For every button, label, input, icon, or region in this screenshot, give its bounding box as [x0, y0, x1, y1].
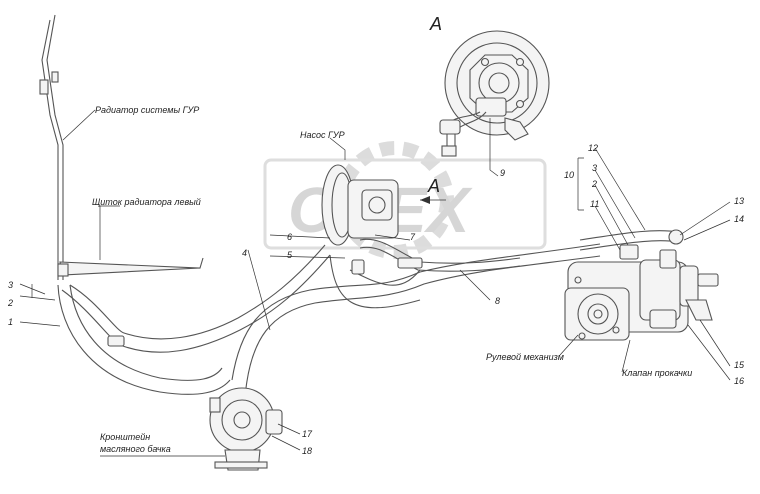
callout-8: 8 [495, 296, 500, 306]
callout-17: 17 [302, 429, 313, 439]
steering-labels: Рулевой механизм Клапан прокачки [486, 352, 692, 378]
callout-9: 9 [500, 168, 505, 178]
hoses [57, 230, 681, 395]
view-label: А [429, 14, 442, 34]
callout-12: 12 [588, 143, 598, 153]
label-shield: Щиток радиатора левый [92, 197, 201, 207]
callout-10: 10 [564, 170, 574, 180]
radiator: Радиатор системы ГУР [39, 14, 199, 280]
pump: Насос ГУР А [300, 130, 446, 246]
callout-14: 14 [734, 214, 744, 224]
label-bracket-line2: масляного бачка [100, 444, 171, 454]
callout-1: 1 [8, 317, 13, 327]
pump-detail-view: А 9 [429, 14, 550, 178]
callout-18: 18 [302, 446, 312, 456]
steering-gear [564, 229, 719, 341]
callout-5: 5 [287, 250, 293, 260]
leader-lines [19, 147, 731, 451]
callout-2b: 2 [591, 179, 597, 189]
callout-3: 3 [8, 280, 13, 290]
callout-2: 2 [7, 298, 13, 308]
label-bleed-valve: Клапан прокачки [622, 368, 692, 378]
callout-11: 11 [590, 199, 599, 209]
callout-15: 15 [734, 360, 745, 370]
view-arrow-label: А [427, 176, 440, 196]
radiator-shield: Щиток радиатора левый [57, 197, 204, 277]
callout-6: 6 [287, 232, 292, 242]
label-bracket-line1: Кронштейн [100, 432, 150, 442]
callout-7: 7 [410, 232, 416, 242]
callout-4: 4 [242, 248, 247, 258]
callouts: 1 2 3 4 5 6 7 8 10 12 3 2 11 13 14 15 16… [7, 143, 745, 456]
label-pump: Насос ГУР [300, 130, 345, 140]
oil-tank-bracket: Кронштейн масляного бачка [100, 387, 283, 471]
label-steering-gear: Рулевой механизм [486, 352, 564, 362]
label-radiator: Радиатор системы ГУР [95, 105, 199, 115]
callout-16: 16 [734, 376, 744, 386]
callout-3b: 3 [592, 163, 597, 173]
watermark: OREX [263, 141, 547, 259]
callout-13: 13 [734, 196, 744, 206]
